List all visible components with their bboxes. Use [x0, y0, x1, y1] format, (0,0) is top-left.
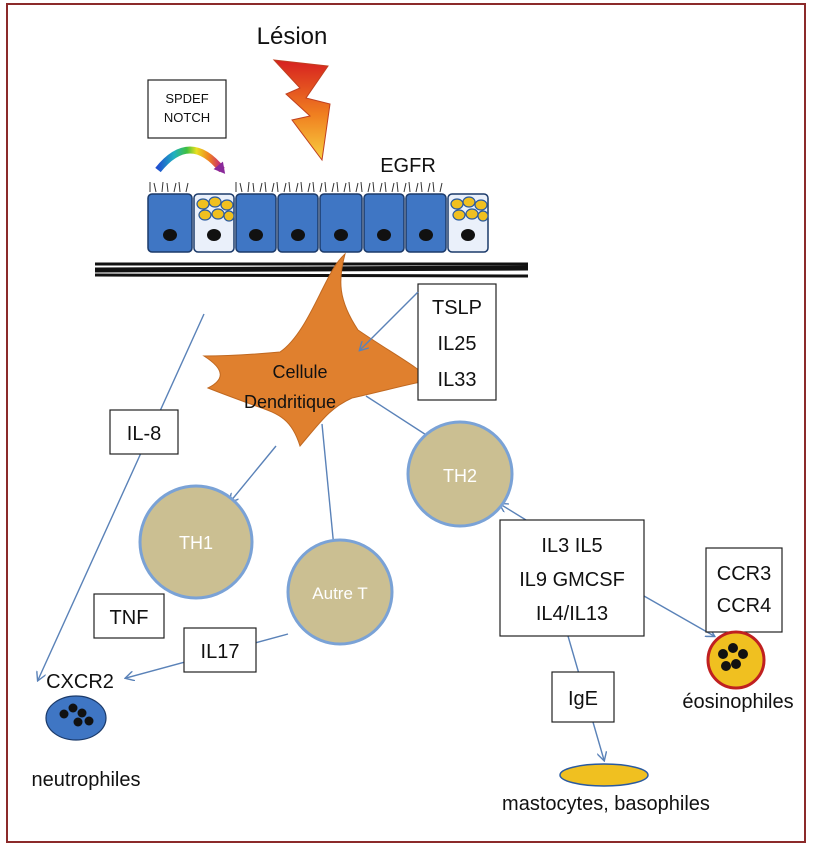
ccr3-label: CCR3	[717, 563, 771, 585]
epithelial-cell	[235, 193, 277, 253]
arrow-dc-to-th1	[230, 445, 277, 502]
il17-label: IL17	[201, 641, 240, 663]
basement-membrane	[94, 262, 529, 278]
th1-label: TH1	[179, 533, 213, 553]
epithelial-cell	[147, 193, 193, 253]
dendritic-label-1: Cellule	[272, 362, 327, 382]
arrow-th2-link	[500, 504, 527, 521]
th2-cytokine-1: IL3 IL5	[541, 535, 602, 557]
nuclei	[163, 229, 475, 241]
arrow-cytokines-to-dc	[360, 291, 419, 350]
il25-label: IL25	[438, 333, 477, 355]
th2-cell	[406, 420, 514, 528]
figure-frame	[6, 3, 806, 843]
tnf-box	[93, 593, 165, 639]
neutrophiles-label: neutrophiles	[32, 769, 141, 791]
dendritic-cell	[202, 252, 431, 448]
notch-label: NOTCH	[164, 110, 210, 125]
th2-cytokine-3: IL4/IL13	[536, 603, 608, 625]
rainbow-arrow-icon	[155, 146, 226, 174]
epithelial-cell	[405, 193, 447, 253]
ige-label: IgE	[568, 688, 598, 710]
cxcr2-label: CXCR2	[46, 671, 114, 693]
cilia	[149, 181, 443, 193]
ccr-box	[705, 547, 783, 633]
epithelial-cell	[277, 193, 319, 253]
th1-cell	[138, 484, 254, 600]
egfr-label: EGFR	[380, 155, 436, 177]
arrow-to-eosinophils	[643, 595, 714, 636]
th2-cytokine-2: IL9 GMCSF	[519, 569, 625, 591]
mucus-granules	[196, 196, 489, 222]
neutrophil-nuclei	[59, 703, 94, 727]
eosinophiles-label: éosinophiles	[682, 691, 793, 713]
spdef-notch-box	[147, 79, 227, 139]
il8-label: IL-8	[127, 423, 161, 445]
arrow-dc-to-th2	[365, 395, 434, 440]
arrow-il8-to-neutrophils	[38, 313, 205, 680]
autre-t-cell	[286, 538, 394, 646]
tslp-label: TSLP	[432, 297, 482, 319]
spdef-label: SPDEF	[165, 91, 208, 106]
tslp-il25-il33-box	[417, 283, 497, 401]
dendritic-label-2: Dendritique	[244, 392, 336, 412]
title-lesion: Lésion	[257, 23, 328, 50]
mastocytes-label: mastocytes, basophiles	[502, 793, 710, 815]
il33-label: IL33	[438, 369, 477, 391]
autre-t-label: Autre T	[312, 584, 367, 603]
ige-box	[551, 671, 615, 723]
lightning-bolt-icon	[272, 59, 331, 162]
ccr4-label: CCR4	[717, 595, 771, 617]
il17-box	[183, 627, 257, 673]
th2-cytokines-box	[499, 519, 645, 637]
th2-label: TH2	[443, 466, 477, 486]
tnf-label: TNF	[110, 607, 149, 629]
epithelial-cell	[319, 193, 363, 253]
eosinophil-nuclei	[718, 643, 748, 671]
mastocyte-cell	[559, 763, 649, 787]
epithelial-cell	[363, 193, 405, 253]
il8-box	[109, 409, 179, 455]
arrow-dc-to-autre-t	[321, 423, 334, 548]
